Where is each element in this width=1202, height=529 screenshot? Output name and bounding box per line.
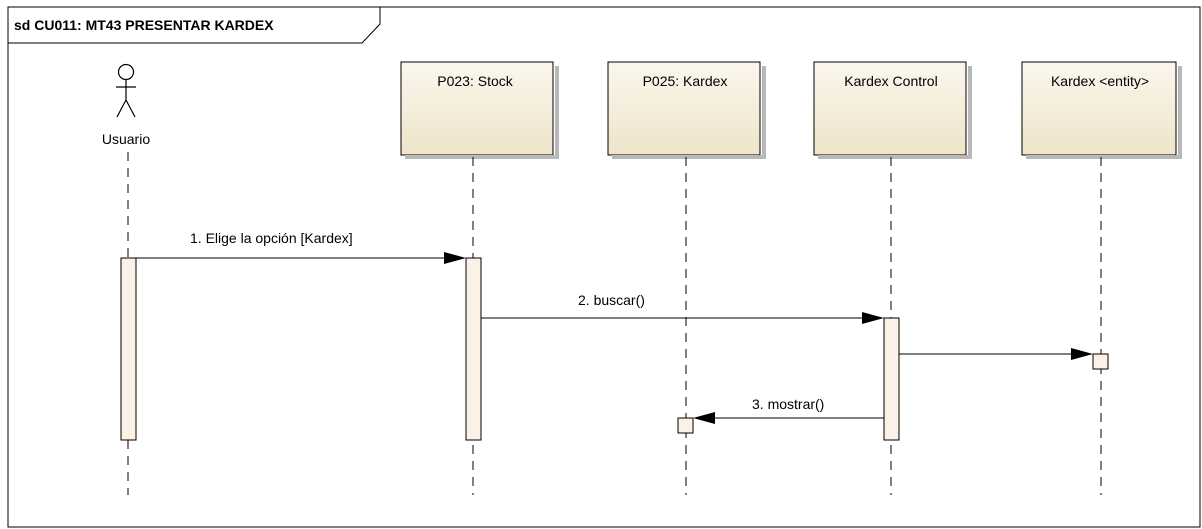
message-4[interactable]: 3. mostrar() [693, 396, 884, 424]
message-label: 1. Elige la opción [Kardex] [190, 230, 353, 246]
frame-title-tab [7, 6, 381, 44]
actor-label: Usuario [102, 131, 150, 147]
activation-stock [465, 257, 482, 441]
participant-kardex-entity[interactable]: Kardex <entity> [1021, 61, 1182, 159]
participant-label: P025: Kardex [643, 73, 728, 89]
participant-kardex[interactable]: P025: Kardex [607, 61, 766, 159]
participant-label: Kardex Control [844, 73, 937, 89]
arrowhead-icon [1071, 348, 1093, 360]
arrowhead-icon [444, 252, 466, 264]
participant-stock[interactable]: P023: Stock [400, 61, 559, 159]
activation-kardex [677, 417, 694, 434]
message-label: 3. mostrar() [752, 396, 824, 412]
participant-label: Kardex <entity> [1051, 73, 1149, 89]
actor-usuario[interactable]: Usuario [102, 63, 150, 148]
arrowhead-icon [862, 312, 884, 324]
stick-figure-icon [116, 63, 136, 118]
message-label: 2. buscar() [578, 292, 645, 308]
message-3[interactable] [899, 348, 1093, 360]
arrowhead-icon [693, 412, 715, 424]
activations [120, 257, 1109, 441]
participant-label: P023: Stock [437, 73, 513, 89]
frame-title: sd CU011: MT43 PRESENTAR KARDEX [14, 17, 274, 33]
participant-kardex-control[interactable]: Kardex Control [813, 61, 972, 159]
activation-kardex-entity [1092, 353, 1109, 370]
message-2[interactable]: 2. buscar() [481, 292, 884, 324]
activation-usuario [120, 257, 137, 441]
message-1[interactable]: 1. Elige la opción [Kardex] [136, 230, 466, 264]
diagram-frame: sd CU011: MT43 PRESENTAR KARDEX [7, 6, 1201, 528]
activation-kardex-control [883, 317, 900, 441]
